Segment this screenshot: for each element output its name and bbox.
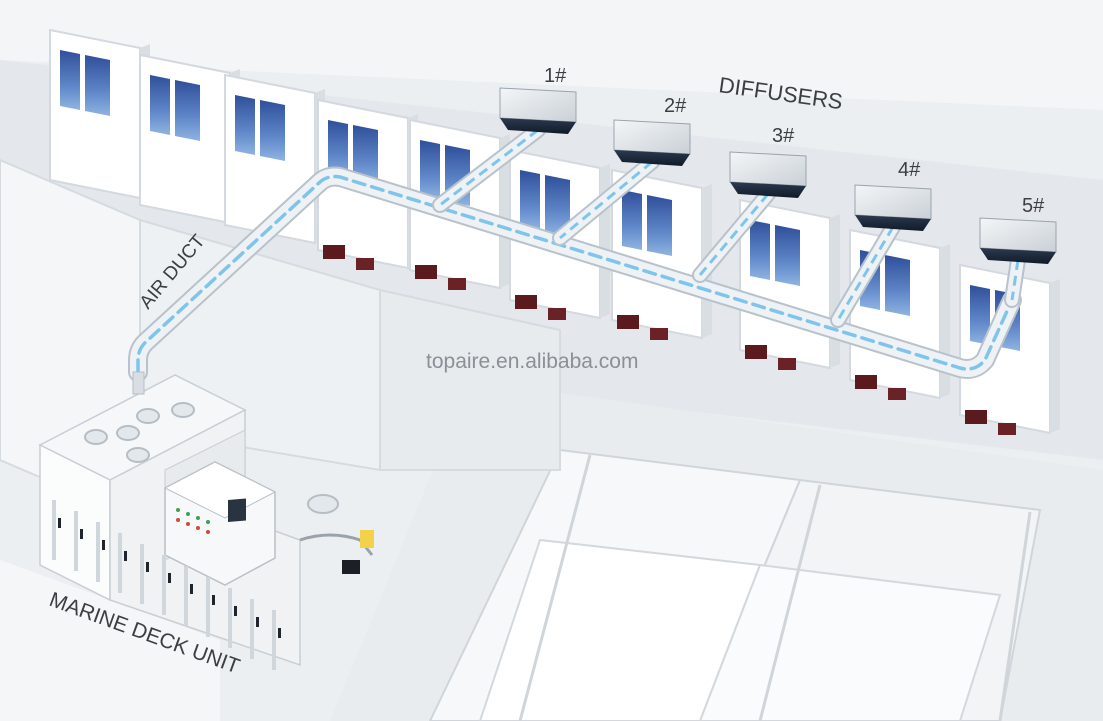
- cabin-furniture: [998, 423, 1016, 435]
- diffuser-number-label: 2#: [664, 95, 687, 117]
- vent-handle: [212, 595, 215, 605]
- diffuser-number-label: 3#: [772, 125, 795, 147]
- cabin-furniture: [855, 375, 877, 389]
- cabin-furniture: [650, 328, 668, 340]
- diffuser-box-icon: [613, 119, 691, 155]
- cabin-window: [647, 195, 672, 256]
- cabin-divider: [600, 164, 610, 318]
- cabin-divider: [1050, 279, 1060, 433]
- cabin-furniture: [778, 358, 796, 370]
- vent-handle: [234, 606, 237, 616]
- air-duct: [128, 122, 1026, 382]
- vent-handle: [278, 628, 281, 638]
- cabin-window: [885, 255, 910, 316]
- cabin-window: [150, 75, 170, 135]
- cabin-window: [622, 190, 642, 250]
- diffuser-box-icon: [979, 217, 1057, 253]
- diffuser-box-side: [730, 182, 806, 198]
- unit-outlets: [84, 402, 339, 514]
- cabin-furniture: [323, 245, 345, 259]
- vent-handle: [124, 551, 127, 561]
- diffuser-box-side: [855, 215, 931, 231]
- diffuser-number-label: 1#: [544, 65, 567, 87]
- vent-slot: [228, 588, 232, 648]
- vent-slot: [74, 511, 78, 571]
- vent-slot: [118, 533, 122, 593]
- cabin-divider: [830, 214, 840, 368]
- cabin-furniture: [356, 258, 374, 270]
- unit-vents: [52, 500, 281, 670]
- cabin-window: [60, 50, 80, 110]
- cabin-window: [328, 120, 348, 180]
- cabin-window: [775, 225, 800, 286]
- vent-slot: [162, 555, 166, 615]
- cabin-window: [235, 95, 255, 155]
- cabin-window: [85, 55, 110, 116]
- diffuser-box-icon: [729, 151, 807, 187]
- cabin-window: [353, 125, 378, 186]
- vent-slot: [140, 544, 144, 604]
- watermark: topaire.en.alibaba.com: [426, 350, 638, 373]
- cabin-furniture: [965, 410, 987, 424]
- vent-handle: [80, 529, 83, 539]
- cabin-window: [175, 80, 200, 141]
- diffuser-box-side: [614, 150, 690, 166]
- diffuser-number-label: 5#: [1022, 195, 1045, 217]
- cabin-divider: [500, 134, 510, 288]
- cabin-furniture: [888, 388, 906, 400]
- vent-slot: [206, 577, 210, 637]
- cabin-furniture: [448, 278, 466, 290]
- cabin-window: [520, 170, 540, 230]
- cabin-window: [420, 140, 440, 200]
- vent-handle: [58, 518, 61, 528]
- vent-slot: [184, 566, 188, 626]
- diffuser-box-icon: [499, 87, 577, 123]
- cabin-furniture: [745, 345, 767, 359]
- vent-handle: [190, 584, 193, 594]
- marine-deck-unit: [38, 371, 374, 670]
- cabin-furniture: [617, 315, 639, 329]
- vent-slot: [250, 599, 254, 659]
- vent-slot: [96, 522, 100, 582]
- diffuser-group: 1# 2# 3# 4# 5#: [499, 65, 1057, 264]
- vent-handle: [146, 562, 149, 572]
- cabin-furniture: [515, 295, 537, 309]
- cabin-furniture: [548, 308, 566, 320]
- cabin-window: [970, 285, 990, 345]
- cabin-furniture: [415, 265, 437, 279]
- cabin-window: [750, 220, 770, 280]
- vent-handle: [102, 540, 105, 550]
- cabin-window: [545, 175, 570, 236]
- vent-slot: [52, 500, 56, 560]
- diffuser-box-side: [980, 248, 1056, 264]
- diffuser-box-icon: [854, 184, 932, 220]
- vent-handle: [256, 617, 259, 627]
- vent-slot: [272, 610, 276, 670]
- cabin-window: [260, 100, 285, 161]
- vent-handle: [168, 573, 171, 583]
- diffuser-number-label: 4#: [898, 159, 921, 181]
- diffuser-box-side: [500, 118, 576, 134]
